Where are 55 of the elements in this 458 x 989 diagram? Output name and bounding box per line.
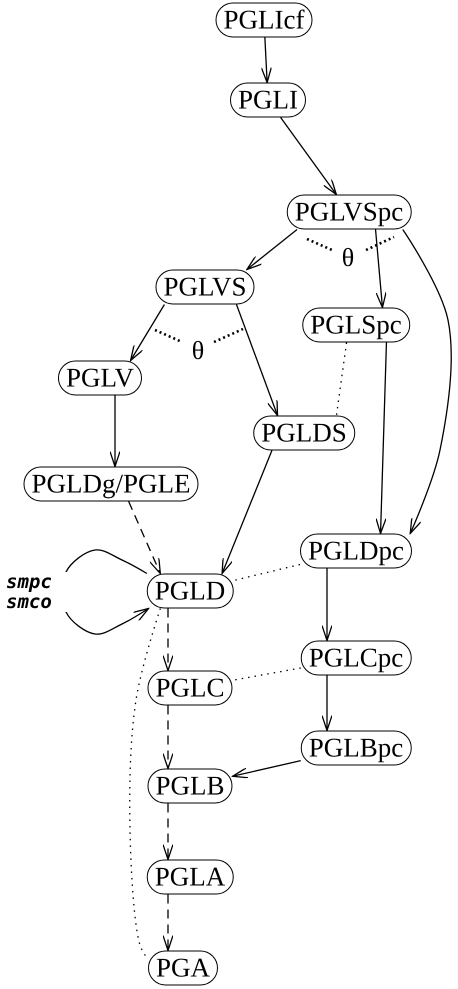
arrow xyxy=(374,229,387,308)
rounded-box xyxy=(300,640,412,676)
connector-line xyxy=(233,564,300,582)
node-label: PGLD xyxy=(154,578,226,604)
node-label: PGLDpc xyxy=(308,538,404,564)
rounded-box xyxy=(148,950,218,986)
arrow xyxy=(130,304,165,362)
rounded-box xyxy=(147,670,233,706)
arrow xyxy=(321,676,333,732)
rounded-box xyxy=(286,194,412,230)
rounded-box xyxy=(155,270,255,304)
node-label: PGLI xyxy=(238,86,298,114)
arrow xyxy=(402,229,452,534)
node-label: PGLCpc xyxy=(308,644,404,672)
node-label: PGLDg/PGLE xyxy=(32,470,190,498)
arrow xyxy=(162,608,174,672)
arrow xyxy=(260,37,272,84)
arrow xyxy=(280,117,337,196)
rounded-box xyxy=(230,82,306,118)
node-label: PGLB xyxy=(155,772,225,800)
angle-label: θ xyxy=(192,338,204,364)
rounded-box xyxy=(24,466,198,502)
rounded-box xyxy=(146,860,234,894)
arrow xyxy=(162,804,174,860)
rounded-box xyxy=(216,2,312,38)
arrow xyxy=(232,760,301,778)
node-label: PGLC xyxy=(155,674,225,702)
rounded-box xyxy=(147,768,233,804)
rounded-box xyxy=(58,360,142,396)
node-label: PGLIcf xyxy=(224,6,304,34)
arrow xyxy=(375,342,388,534)
rounded-box xyxy=(253,416,355,450)
node-label: PGA xyxy=(156,954,210,982)
node-label: PGLA xyxy=(154,864,226,890)
connector-line xyxy=(336,342,348,416)
node-label: PGLSpc xyxy=(310,312,402,338)
arrow xyxy=(109,396,121,468)
rounded-box xyxy=(300,534,412,568)
arrow xyxy=(236,304,278,416)
arrow xyxy=(246,229,298,270)
rounded-box xyxy=(146,574,234,608)
arrow xyxy=(162,706,174,770)
arrow xyxy=(162,894,174,952)
rounded-box xyxy=(300,730,412,766)
connector-line xyxy=(232,667,301,681)
rounded-box xyxy=(302,308,410,342)
node-label: PGLDS xyxy=(261,420,347,446)
node-label: PGLV xyxy=(66,364,134,392)
node-label: PGLVSpc xyxy=(294,198,404,226)
angle-label: θ xyxy=(342,245,354,271)
node-label: PGLBpc xyxy=(308,734,404,762)
arrow xyxy=(321,568,333,642)
node-label: PGLVS xyxy=(163,274,247,300)
arrow xyxy=(128,501,161,574)
arrow xyxy=(221,450,273,574)
